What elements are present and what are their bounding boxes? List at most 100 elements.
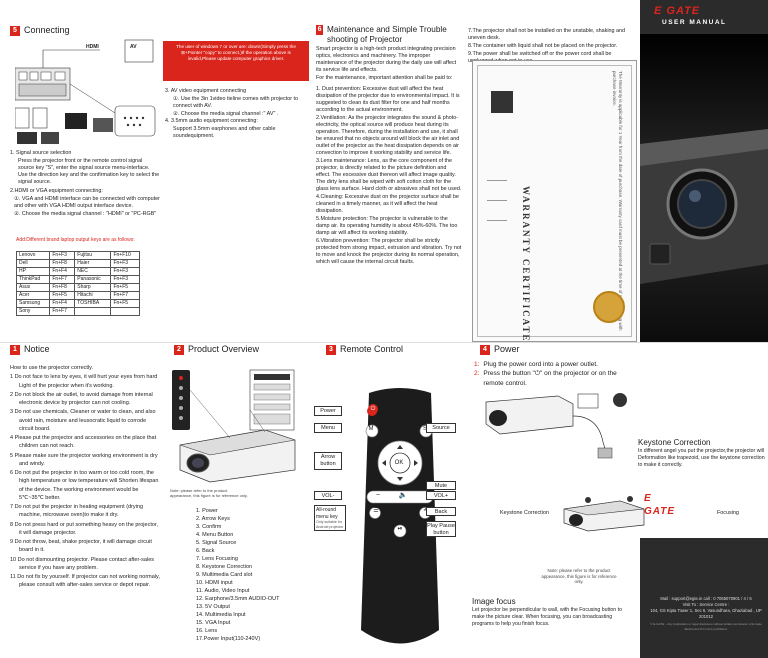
brand-cell — [74, 307, 112, 316]
brand-cell: Fn+F3 — [110, 259, 140, 268]
hdmi-vga-section: 2.HDMI or VGA equipment connecting: ①. V… — [10, 188, 160, 219]
av-port-label: AV — [130, 44, 137, 50]
power-illustration — [478, 392, 636, 462]
focusing-label: Focusing — [717, 510, 739, 516]
play-pause-icon[interactable]: ⏯ — [397, 526, 403, 532]
sec6-intro: Smart projector is a high-tech product i… — [316, 46, 457, 74]
remote-source-key[interactable]: S — [422, 426, 427, 432]
sec5-number: 5 — [10, 25, 20, 36]
brand-cell: NEC — [74, 267, 112, 276]
sec5-heading: Connecting — [24, 25, 70, 35]
all-round-menu-icon[interactable]: ☰ — [373, 508, 379, 514]
item2-title: 2.HDMI or VGA equipment connecting: — [10, 188, 103, 194]
audio-section: 4. 3.5mm audio equipment connecting: Sup… — [165, 118, 313, 141]
brand-cell: Fn+F3 — [110, 267, 140, 276]
notice-item: 11 Do not fix by yourself. If projector … — [10, 574, 160, 589]
sec6-intro2: For the maintenance, important attention… — [316, 75, 453, 82]
overview-note: Note: please refer to the product appear… — [170, 488, 248, 499]
power-step-1-num: 1: — [474, 361, 480, 368]
brand-logo: E GATE — [654, 5, 701, 17]
part-item: 3. Confirm — [196, 523, 222, 530]
notice-item: 7 Do not put the projector in heating eq… — [10, 504, 143, 519]
part-item: 6. Back — [196, 547, 215, 554]
qr-code-icon — [491, 91, 513, 113]
brand-cell: Haier — [74, 259, 112, 268]
brand-cell: Asus — [15, 283, 51, 292]
part-item: 2. Arrow Keys — [196, 515, 230, 522]
power-step-1: 1: Plug the power cord into a power outl… — [474, 360, 634, 369]
item3-title: 3. AV video equipment connecting — [165, 88, 247, 94]
brand-table-title: Add:Different brand laptop output keys a… — [16, 237, 135, 243]
signal-source-section: 1. Signal source selection Press the pro… — [10, 150, 160, 187]
remote-menu-key[interactable]: M — [368, 426, 374, 432]
label-vol-minus: VOL- — [314, 491, 342, 500]
brand-cell: Dell — [15, 259, 51, 268]
brand-cell: Lenovo — [15, 251, 51, 260]
label-power: Power — [314, 406, 342, 416]
keystone-correction-label: Keystone Correction — [500, 510, 549, 516]
part-item: 11. Audio, Video Input — [196, 587, 250, 594]
volume-down-icon[interactable]: − — [376, 492, 381, 499]
brand-cell — [110, 307, 140, 316]
image-focus-body: Let projector be perpendicular to wall, … — [472, 607, 622, 627]
remote-ok-key[interactable]: OK — [394, 460, 404, 466]
part-item: 1. Power — [196, 508, 218, 514]
part-item: 10. HDMI input — [196, 579, 233, 586]
notice-item: 6 Do not put the projector in too warm o… — [10, 470, 159, 501]
label-allround: All-round menu key Only suitable for And… — [314, 505, 346, 532]
label-source: Source — [426, 423, 456, 433]
av-section: 3. AV video equipment connecting ①. Use … — [165, 88, 313, 119]
power-steps: 1: Plug the power cord into a power outl… — [474, 360, 634, 388]
part-item: 12. Earphone/3.5mm AUDIO-OUT — [196, 595, 280, 602]
brand-cell: HP — [15, 267, 51, 276]
brand-cell: Fn+F8 — [49, 259, 76, 268]
brand-cell: Acer — [15, 291, 51, 300]
brand-cell: Fn+F7 — [110, 291, 140, 300]
maintenance-item-continued: 7.The projector shall not be installed o… — [468, 28, 626, 42]
image-focus-title: Image focus — [472, 597, 516, 606]
part-item: 17.Power Input(110-240V) — [196, 635, 261, 642]
mute-icon[interactable]: 🔈 — [398, 492, 408, 499]
notice-item: 10 Do not dismounting projector. Please … — [10, 556, 154, 571]
brand-cell: Fn+F5 — [110, 283, 140, 292]
label-play: Play Pause button — [426, 521, 456, 537]
item1-body: Press the projector front or the remote … — [18, 158, 160, 186]
sec1-number: 1 — [10, 344, 20, 355]
notice-item: 3 Do not use chemicals, Cleaner or water… — [10, 409, 156, 432]
page-divider — [0, 342, 768, 343]
footer-address: 104, GS Kipta Tower 1, Sec 6, Vasundhara… — [650, 608, 762, 620]
brand-cell: Sharp — [74, 283, 112, 292]
notice-item: 1 Do not face to lens by eyes, it will h… — [10, 374, 158, 389]
item3-a: ①. Use the 3in 1video tieline comes with… — [173, 96, 298, 110]
sec2-number: 2 — [174, 344, 184, 355]
footer-panel — [640, 538, 768, 658]
maintenance-item: 2.Ventilation: As the projector integrat… — [316, 115, 460, 157]
sec3-heading: Remote Control — [340, 344, 404, 354]
power-step-2-text: Press the button "⏻" on the projector or… — [483, 370, 617, 387]
part-item: 5. Signal Source — [196, 539, 237, 546]
brand-cell: Fn+F8 — [49, 283, 76, 292]
label-back: Back — [426, 507, 456, 516]
sec3-number: 3 — [326, 344, 336, 355]
keystone-note: Note: please refer to the product appear… — [541, 568, 617, 585]
brand-cell: Fn+F3 — [49, 251, 76, 260]
header-brand-bar — [640, 0, 768, 34]
sec1-title: 1 Notice — [10, 344, 50, 356]
label-vol-plus: VOL+ — [426, 491, 456, 500]
projector-photo — [640, 34, 768, 342]
keystone-illustration — [560, 495, 650, 535]
part-item: 16. Lens — [196, 627, 218, 634]
sec2-title: 2 Product Overview — [174, 344, 259, 356]
sec6-body: Smart projector is a high-tech product i… — [316, 46, 462, 267]
allround-note: Only suitable for Android projector — [316, 520, 344, 529]
remote-power-icon[interactable]: ⏻ — [368, 404, 378, 414]
brand-cell: Fn+F3 — [110, 275, 140, 284]
power-step-1-text: Plug the power cord into a power outlet. — [483, 361, 598, 368]
notice-body: How to use the projector correctly. 1 Do… — [10, 364, 162, 591]
part-item: 4. Menu Button — [196, 531, 234, 538]
part-item: 7. Lens Focusing — [196, 555, 238, 562]
